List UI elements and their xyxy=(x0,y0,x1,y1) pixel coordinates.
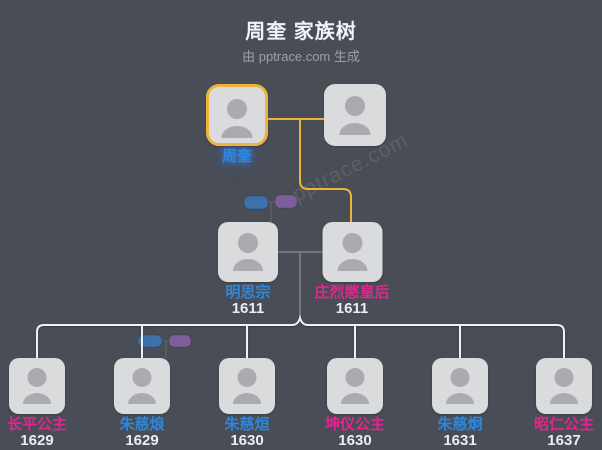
person-name: 昭仁公主 xyxy=(533,416,595,433)
children-bus-line xyxy=(36,314,565,358)
person-head-icon xyxy=(238,233,258,253)
person-head-icon xyxy=(450,368,470,387)
family-link-badge-zhucilang[interactable] xyxy=(137,334,192,358)
person-node-zhaoren-princess[interactable]: 昭仁公主 1637 xyxy=(534,358,594,449)
page-subtitle: 由 pptrace.com 生成 xyxy=(242,49,360,64)
avatar xyxy=(321,222,382,282)
lineage-line-to-empress xyxy=(299,119,352,222)
person-node-zhucijiong[interactable]: 朱慈炯 1631 xyxy=(432,358,488,449)
person-name: 朱慈烺 xyxy=(119,416,165,433)
person-head-icon xyxy=(27,368,47,387)
person-node-zhucixuan[interactable]: 朱慈烜 1630 xyxy=(219,358,275,449)
person-torso-icon xyxy=(339,123,371,135)
person-name: 坤仪公主 xyxy=(324,416,386,433)
person-head-icon xyxy=(345,368,365,387)
person-head-icon xyxy=(345,96,365,116)
avatar xyxy=(206,84,268,146)
person-year: 1630 xyxy=(230,432,264,449)
person-name: 朱慈烜 xyxy=(224,416,270,433)
person-year: 1611 xyxy=(335,300,369,317)
person-head-icon xyxy=(341,233,362,253)
avatar xyxy=(114,358,170,414)
person-head-icon xyxy=(132,368,152,387)
avatar xyxy=(218,222,278,282)
person-torso-icon xyxy=(233,259,263,271)
badge-purple-box-icon xyxy=(168,334,192,348)
person-name: 长平公主 xyxy=(6,416,68,433)
person-name: 明思宗 xyxy=(225,284,271,301)
person-head-icon xyxy=(237,368,257,387)
person-node-mingsizong[interactable]: 明思宗 1611 xyxy=(218,222,278,317)
person-year: 1637 xyxy=(547,432,581,449)
person-name: 周奎 xyxy=(221,148,252,165)
person-node-zhoukui[interactable]: 周奎 xyxy=(206,84,268,165)
person-torso-icon xyxy=(446,393,474,404)
person-torso-icon xyxy=(22,393,51,404)
avatar xyxy=(432,358,488,414)
person-torso-icon xyxy=(340,393,369,404)
person-node-spouse-unknown[interactable] xyxy=(324,84,386,146)
person-torso-icon xyxy=(128,393,156,404)
avatar xyxy=(324,84,386,146)
person-head-icon xyxy=(554,368,574,387)
page-title: 周奎 家族树 xyxy=(245,21,357,43)
person-year: 1629 xyxy=(125,432,159,449)
person-year: 1611 xyxy=(231,300,265,317)
badge-blue-box-icon xyxy=(137,334,163,348)
avatar xyxy=(8,358,65,414)
person-torso-icon xyxy=(549,393,578,404)
avatar xyxy=(326,358,383,414)
avatar xyxy=(535,358,592,414)
children-drop-lines xyxy=(141,325,461,358)
person-node-kunyi-princess[interactable]: 坤仪公主 1630 xyxy=(325,358,385,449)
avatar xyxy=(219,358,275,414)
person-year: 1630 xyxy=(338,432,372,449)
person-node-changping-princess[interactable]: 长平公主 1629 xyxy=(7,358,67,449)
person-name: 庄烈愍皇后 xyxy=(314,284,390,301)
person-year: 1631 xyxy=(443,432,477,449)
person-name: 朱慈炯 xyxy=(437,416,483,433)
person-node-empress-zhuanglie[interactable]: 庄烈愍皇后 1611 xyxy=(314,222,390,317)
family-link-badge-mingsizong[interactable] xyxy=(243,194,298,222)
person-node-zhucilang[interactable]: 朱慈烺 1629 xyxy=(114,358,170,449)
person-torso-icon xyxy=(336,259,367,271)
person-torso-icon xyxy=(221,126,253,138)
person-torso-icon xyxy=(233,393,261,404)
badge-blue-box-icon xyxy=(243,195,269,210)
person-year: 1629 xyxy=(20,432,54,449)
badge-purple-box-icon xyxy=(274,194,298,209)
person-head-icon xyxy=(227,99,247,119)
